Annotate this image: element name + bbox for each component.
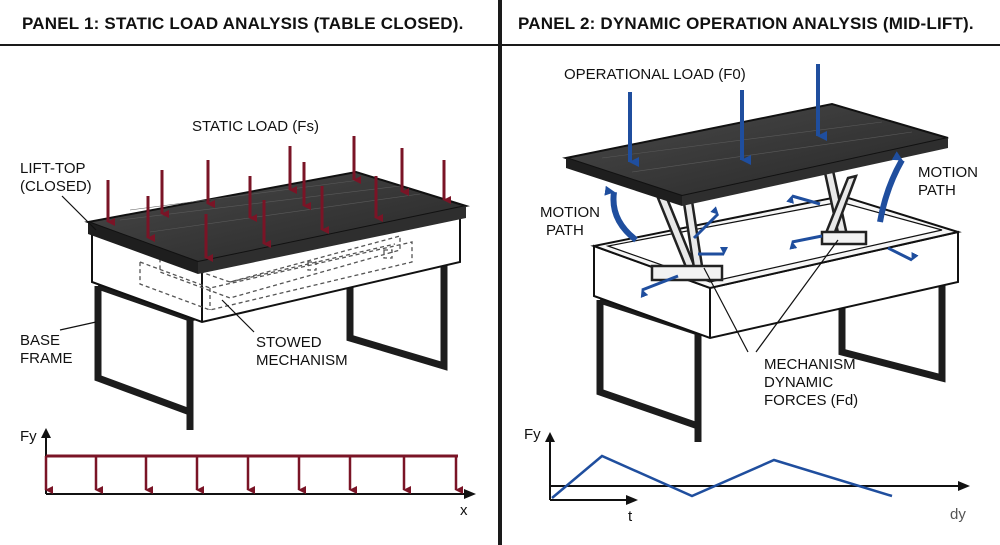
motion-path-right-line1: MOTION [918, 164, 978, 181]
dynamic-force-arrow [887, 246, 919, 262]
motion-path-arrows [604, 151, 905, 243]
dynamic-operation-diagram [545, 64, 970, 505]
dynamic-force-arrows [640, 194, 919, 298]
panel2-title-rule [502, 44, 1000, 46]
graph2-force-curve [551, 454, 893, 499]
lift-top-label-line2: (CLOSED) [20, 178, 92, 195]
static-load-diagram [41, 136, 476, 499]
motion-path-arrow-left [604, 185, 638, 243]
motion-path-arrow-right [877, 151, 905, 223]
motion-path-right-line2: PATH [918, 182, 956, 199]
panel-divider [498, 0, 502, 545]
operational-load-arrows [628, 64, 827, 167]
stowed-mechanism-label-line2: MECHANISM [256, 352, 348, 369]
stowed-mechanism-label-line1: STOWED [256, 334, 322, 351]
base-frame-label-line2: FRAME [20, 350, 73, 367]
operational-load-label: OPERATIONAL LOAD (F0) [564, 66, 746, 83]
mechanism-label-line2: DYNAMIC [764, 374, 834, 391]
mechanism-label-line1: MECHANISM [764, 356, 856, 373]
panel2-title: PANEL 2: DYNAMIC OPERATION ANALYSIS (MID… [518, 14, 974, 33]
dynamic-force-arrow [640, 274, 679, 298]
table-body-open [590, 194, 962, 340]
panel-static-load: PANEL 1: STATIC LOAD ANALYSIS (TABLE CLO… [0, 0, 498, 545]
base-frame-label-line1: BASE [20, 332, 61, 349]
dynamic-force-graph [545, 432, 970, 505]
graph2-t-axis-label: t [628, 508, 633, 525]
mechanism-label-line3: FORCES (Fd) [764, 392, 859, 409]
stowed-mechanism [139, 235, 413, 311]
graph1-x-axis-label: x [460, 502, 468, 519]
static-load-label: STATIC LOAD (Fs) [192, 118, 319, 135]
dynamic-force-arrow [786, 194, 821, 206]
graph1-y-axis-label: Fy [20, 428, 37, 445]
panel1-title: PANEL 1: STATIC LOAD ANALYSIS (TABLE CLO… [22, 14, 464, 33]
motion-path-left-line1: MOTION [540, 204, 600, 221]
dynamic-force-arrow [692, 206, 720, 240]
lift-top-raised [562, 102, 949, 206]
panel1-leader-lines [59, 195, 255, 333]
motion-path-left-line2: PATH [546, 222, 584, 239]
panel1-title-rule [0, 44, 498, 46]
static-load-arrows [106, 136, 451, 262]
dynamic-force-arrow [789, 234, 823, 250]
static-load-graph [41, 428, 476, 499]
graph2-dy-axis-label: dy [950, 506, 966, 523]
graph2-y-axis-label: Fy [524, 426, 541, 443]
lift-top-label-line1: LIFT-TOP [20, 160, 86, 177]
panel-dynamic-operation: PANEL 2: DYNAMIC OPERATION ANALYSIS (MID… [502, 0, 1000, 545]
panel2-leader-lines [703, 239, 839, 353]
